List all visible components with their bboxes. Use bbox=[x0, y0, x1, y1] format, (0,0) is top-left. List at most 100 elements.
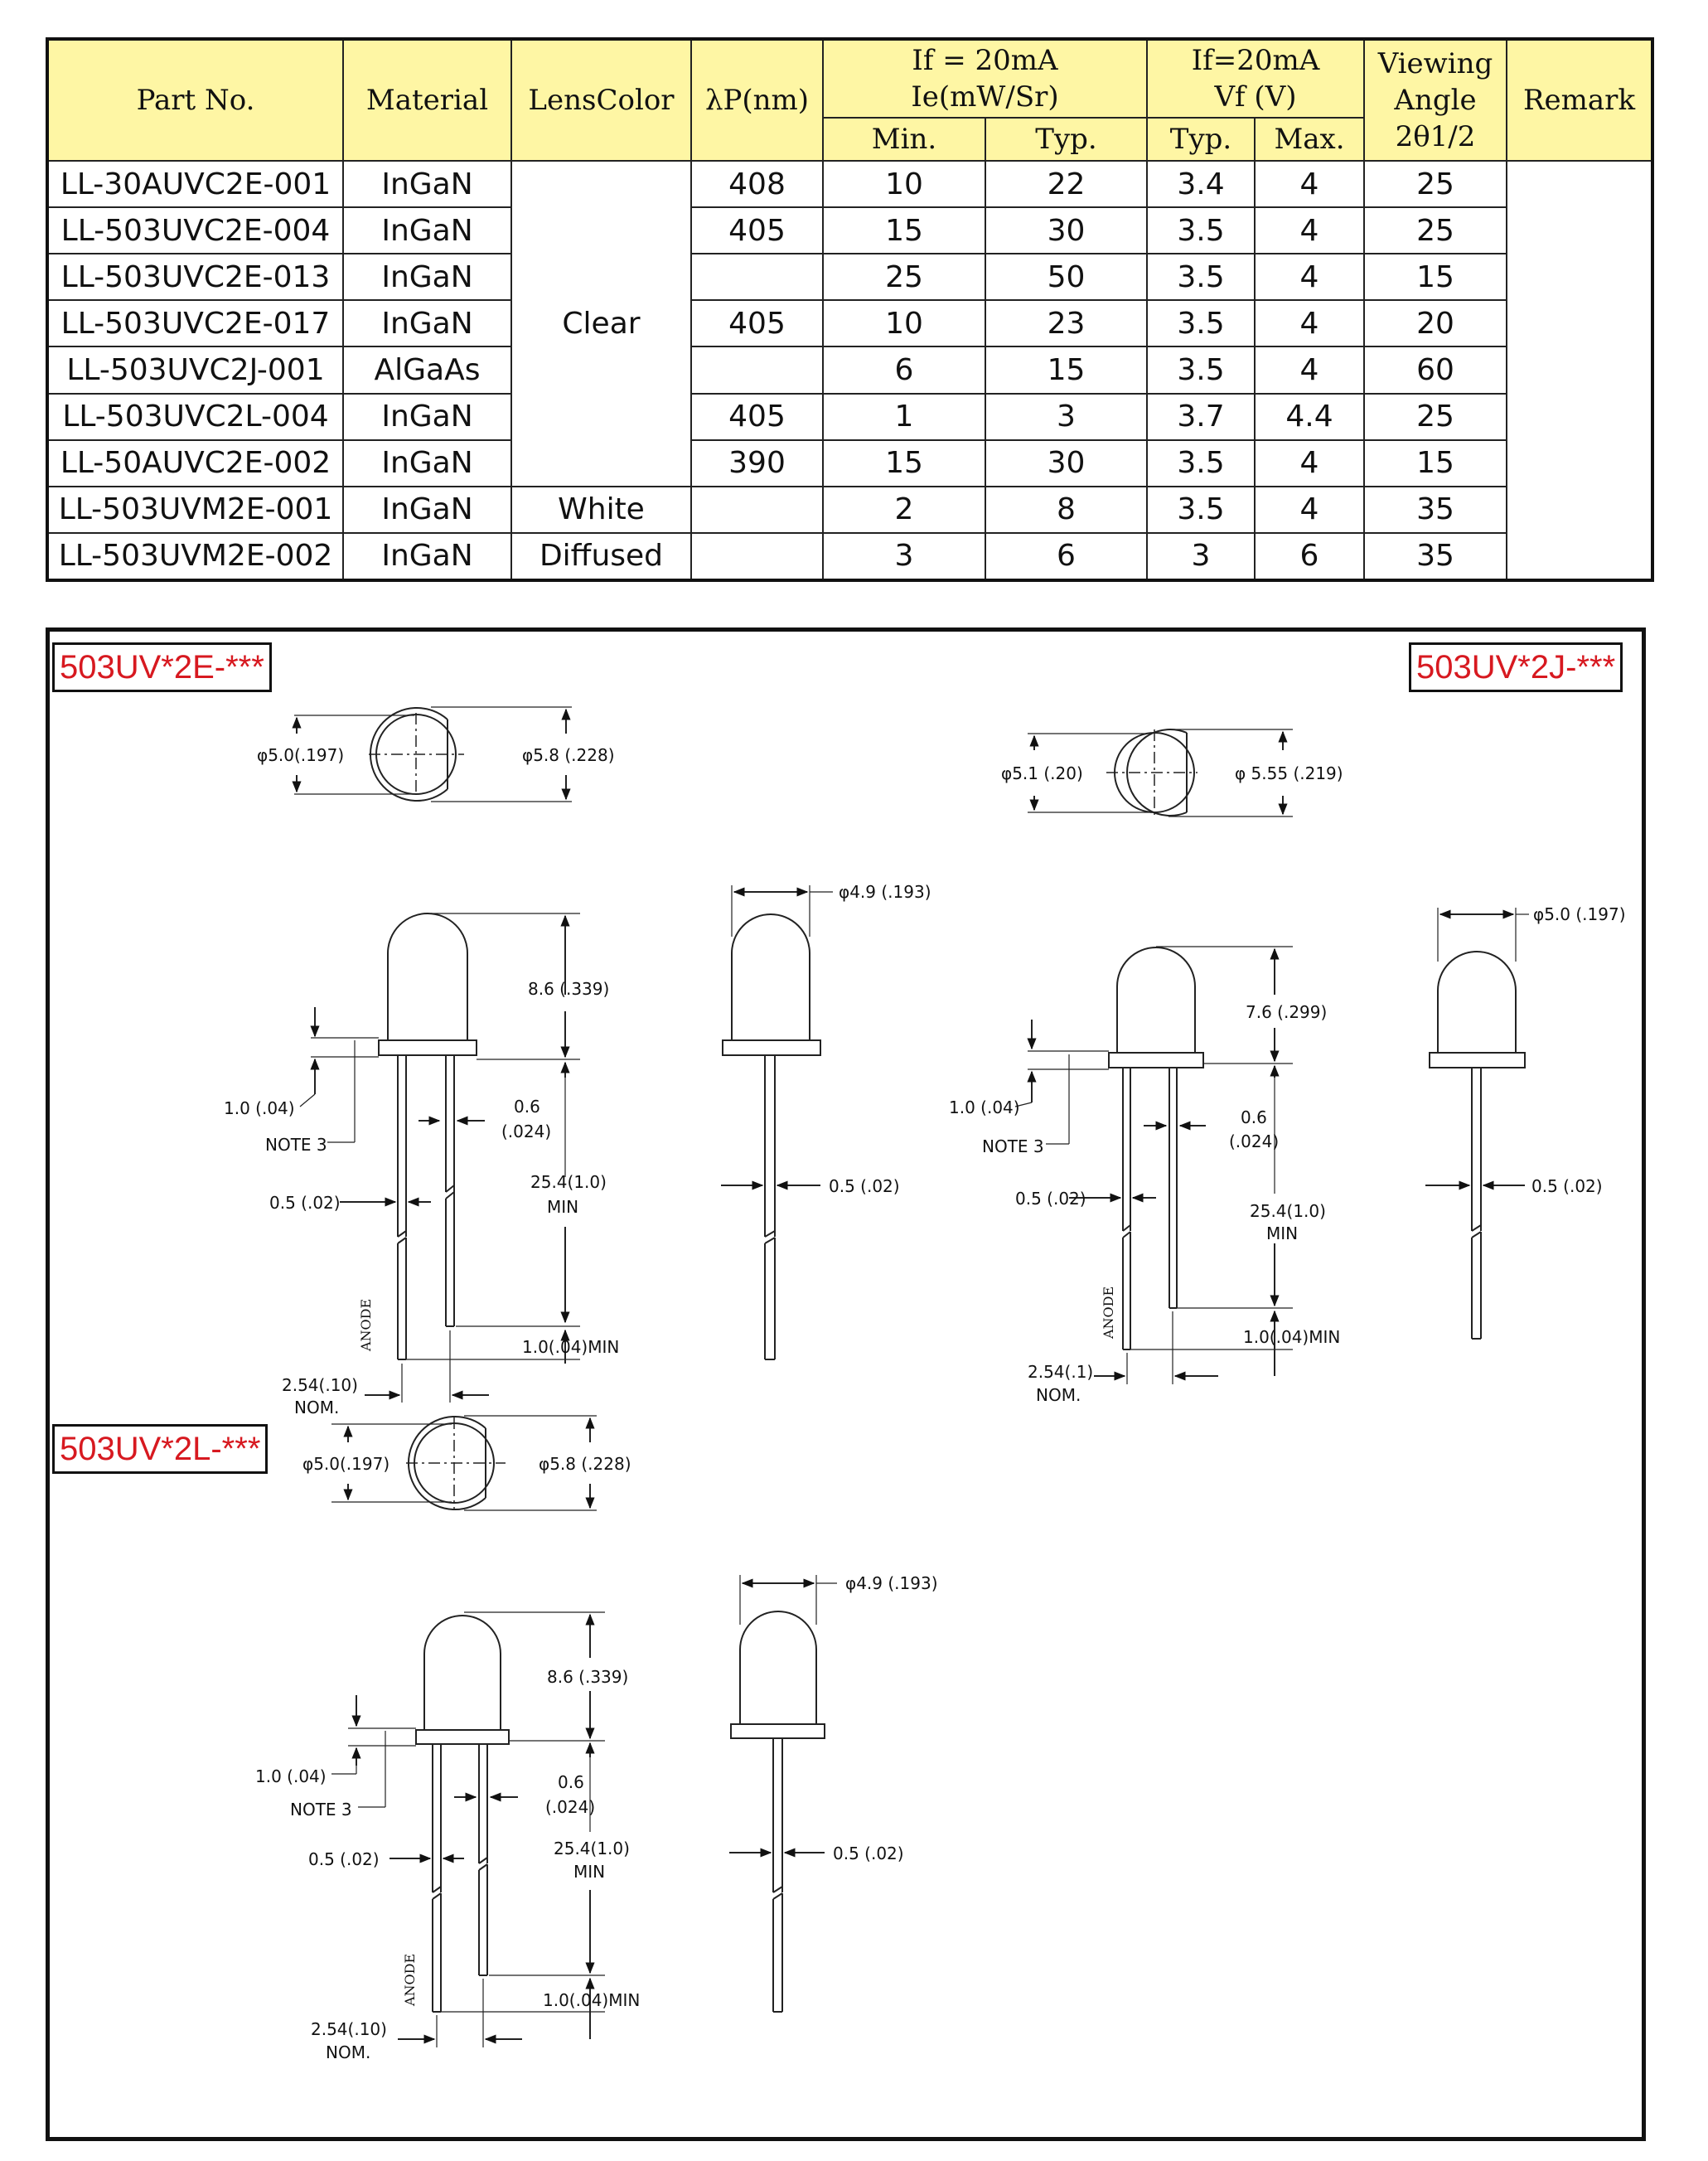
dim-2j-side-lead: 0.5 (.02) bbox=[1531, 1176, 1603, 1196]
table-row: LL-30AUVC2E-001 InGaN Clear 408 10 22 3.… bbox=[46, 159, 1653, 581]
header-ie-min: Min. bbox=[822, 117, 986, 162]
cell-lambda bbox=[690, 253, 824, 302]
cell-material: InGaN bbox=[342, 438, 512, 487]
cell-vf-max: 4 bbox=[1254, 299, 1365, 348]
dim-2e-dia-body: φ5.8 (.228) bbox=[522, 745, 615, 765]
cell-vf-max: 4 bbox=[1254, 206, 1365, 255]
cell-ie-typ: 50 bbox=[985, 253, 1148, 302]
dim-2l-lead-width: 0.5 (.02) bbox=[308, 1849, 380, 1869]
dim-2e-flange: 1.0 (.04) bbox=[224, 1098, 295, 1118]
anode-label-2e: ANODE bbox=[358, 1299, 374, 1352]
model-label-2l: 503UV*2L-*** bbox=[52, 1424, 269, 1474]
cell-material: InGaN bbox=[342, 253, 512, 302]
cell-vf-typ: 3.5 bbox=[1146, 438, 1256, 487]
cell-angle: 25 bbox=[1363, 392, 1507, 441]
cell-ie-min: 25 bbox=[822, 253, 986, 302]
side-view-2l bbox=[729, 1575, 837, 2013]
cell-part: LL-503UVC2L-004 bbox=[46, 392, 344, 441]
dim-2j-dia-flange: φ5.1 (.20) bbox=[1001, 763, 1083, 783]
cell-material: InGaN bbox=[342, 531, 512, 582]
side-view-2j bbox=[1425, 908, 1529, 1340]
cell-lambda: 390 bbox=[690, 438, 824, 487]
cell-lambda: 408 bbox=[690, 159, 824, 209]
dim-2e-length-min: MIN bbox=[547, 1197, 578, 1217]
dim-2l-length: 25.4(1.0) bbox=[554, 1839, 630, 1858]
dim-2e-dia-flange: φ5.0(.197) bbox=[257, 745, 344, 765]
model-label-2e: 503UV*2E-*** bbox=[52, 642, 272, 692]
cell-lambda bbox=[690, 485, 824, 534]
header-vf-max: Max. bbox=[1254, 117, 1365, 162]
cell-remark bbox=[1506, 160, 1653, 581]
cell-part: LL-50AUVC2E-002 bbox=[46, 438, 344, 487]
header-remark: Remark bbox=[1506, 38, 1653, 162]
cell-ie-min: 15 bbox=[822, 438, 986, 487]
dim-2j-side-dia: φ5.0 (.197) bbox=[1533, 904, 1626, 924]
cell-lens-clear: Clear bbox=[510, 160, 692, 487]
header-luminous-intensity: If = 20mA Ie(mW/Sr) bbox=[822, 38, 1148, 119]
dim-2e-lead-width: 0.5 (.02) bbox=[269, 1193, 341, 1213]
cell-vf-max: 6 bbox=[1254, 531, 1365, 582]
cell-vf-typ: 3.5 bbox=[1146, 299, 1256, 348]
dim-2l-length-min: MIN bbox=[573, 1862, 605, 1882]
cell-vf-max: 4.4 bbox=[1254, 392, 1365, 441]
cell-ie-min: 10 bbox=[822, 159, 986, 209]
table-row: LL-503UVC2J-001 AlGaAs 6 15 3.5 4 60 bbox=[46, 346, 1652, 395]
header-vf-unit: Vf (V) bbox=[1214, 80, 1297, 114]
cell-vf-typ: 3.7 bbox=[1146, 392, 1256, 441]
header-viewing-line3: 2θ1/2 bbox=[1395, 120, 1476, 153]
dim-2e-side-dia: φ4.9 (.193) bbox=[839, 882, 931, 902]
cell-ie-min: 15 bbox=[822, 206, 986, 255]
dim-2l-pitch: 2.54(.10) bbox=[311, 2019, 387, 2039]
cell-vf-typ: 3.5 bbox=[1146, 206, 1256, 255]
cell-ie-typ: 30 bbox=[985, 206, 1148, 255]
header-viewing-line2: Angle bbox=[1394, 84, 1477, 117]
cell-lens-diffused: Diffused bbox=[510, 531, 692, 582]
cell-ie-min: 6 bbox=[822, 346, 986, 395]
table-row: LL-503UVC2E-013 InGaN 25 50 3.5 4 15 bbox=[46, 253, 1652, 302]
dim-2l-dia-flange: φ5.0(.197) bbox=[302, 1454, 390, 1474]
dim-2e-side-lead: 0.5 (.02) bbox=[829, 1176, 900, 1196]
spec-table: Part No. Material LensColor λP(nm) If = … bbox=[46, 37, 1654, 582]
table-row: LL-503UVM2E-002 InGaN Diffused 3 6 3 6 3… bbox=[46, 531, 1652, 582]
cell-ie-typ: 3 bbox=[985, 392, 1148, 441]
dim-2j-pitch-nom: NOM. bbox=[1036, 1385, 1081, 1405]
header-lens-color: LensColor bbox=[510, 38, 692, 162]
header-ie-condition: If = 20mA bbox=[912, 44, 1058, 77]
cell-angle: 60 bbox=[1363, 346, 1507, 395]
cell-vf-typ: 3.4 bbox=[1146, 159, 1256, 209]
header-vf-condition: If=20mA bbox=[1191, 44, 1320, 77]
dim-2e-pitch-nom: NOM. bbox=[294, 1398, 339, 1417]
cell-lambda bbox=[690, 531, 824, 582]
front-view-2j bbox=[1014, 946, 1293, 1384]
cell-angle: 25 bbox=[1363, 159, 1507, 209]
cell-material: InGaN bbox=[342, 206, 512, 255]
dim-2j-dia-body: φ 5.55 (.219) bbox=[1235, 763, 1343, 783]
top-view-2l bbox=[331, 1415, 597, 1511]
cell-ie-min: 2 bbox=[822, 485, 986, 534]
cell-part: LL-503UVM2E-001 bbox=[46, 485, 344, 534]
cell-vf-max: 4 bbox=[1254, 346, 1365, 395]
dim-2l-note: NOTE 3 bbox=[290, 1800, 352, 1819]
cell-lens-white: White bbox=[510, 485, 692, 534]
dim-2l-height: 8.6 (.339) bbox=[547, 1667, 628, 1687]
cell-lambda bbox=[690, 346, 824, 395]
header-peak-wavelength: λP(nm) bbox=[690, 38, 824, 162]
dim-2e-lead-gap-inch: (.024) bbox=[501, 1122, 551, 1141]
header-vf-typ: Typ. bbox=[1146, 117, 1256, 162]
cell-angle: 35 bbox=[1363, 531, 1507, 582]
header-part-no: Part No. bbox=[46, 38, 344, 162]
table-row: LL-503UVM2E-001 InGaN White 2 8 3.5 4 35 bbox=[46, 485, 1652, 534]
cell-ie-typ: 8 bbox=[985, 485, 1148, 534]
cell-lambda: 405 bbox=[690, 392, 824, 441]
dim-2j-lead-gap-inch: (.024) bbox=[1229, 1131, 1279, 1151]
header-ie-unit: Ie(mW/Sr) bbox=[911, 80, 1059, 114]
dim-2l-side-lead: 0.5 (.02) bbox=[833, 1844, 904, 1863]
cell-part: LL-503UVC2J-001 bbox=[46, 346, 344, 395]
dim-2j-height: 7.6 (.299) bbox=[1246, 1002, 1327, 1022]
cell-part: LL-503UVM2E-002 bbox=[46, 531, 344, 582]
cell-angle: 15 bbox=[1363, 253, 1507, 302]
dim-2l-side-dia: φ4.9 (.193) bbox=[845, 1573, 938, 1593]
header-ie-typ: Typ. bbox=[985, 117, 1148, 162]
cell-angle: 20 bbox=[1363, 299, 1507, 348]
dim-2j-bottom: 1.0(.04)MIN bbox=[1243, 1327, 1340, 1347]
